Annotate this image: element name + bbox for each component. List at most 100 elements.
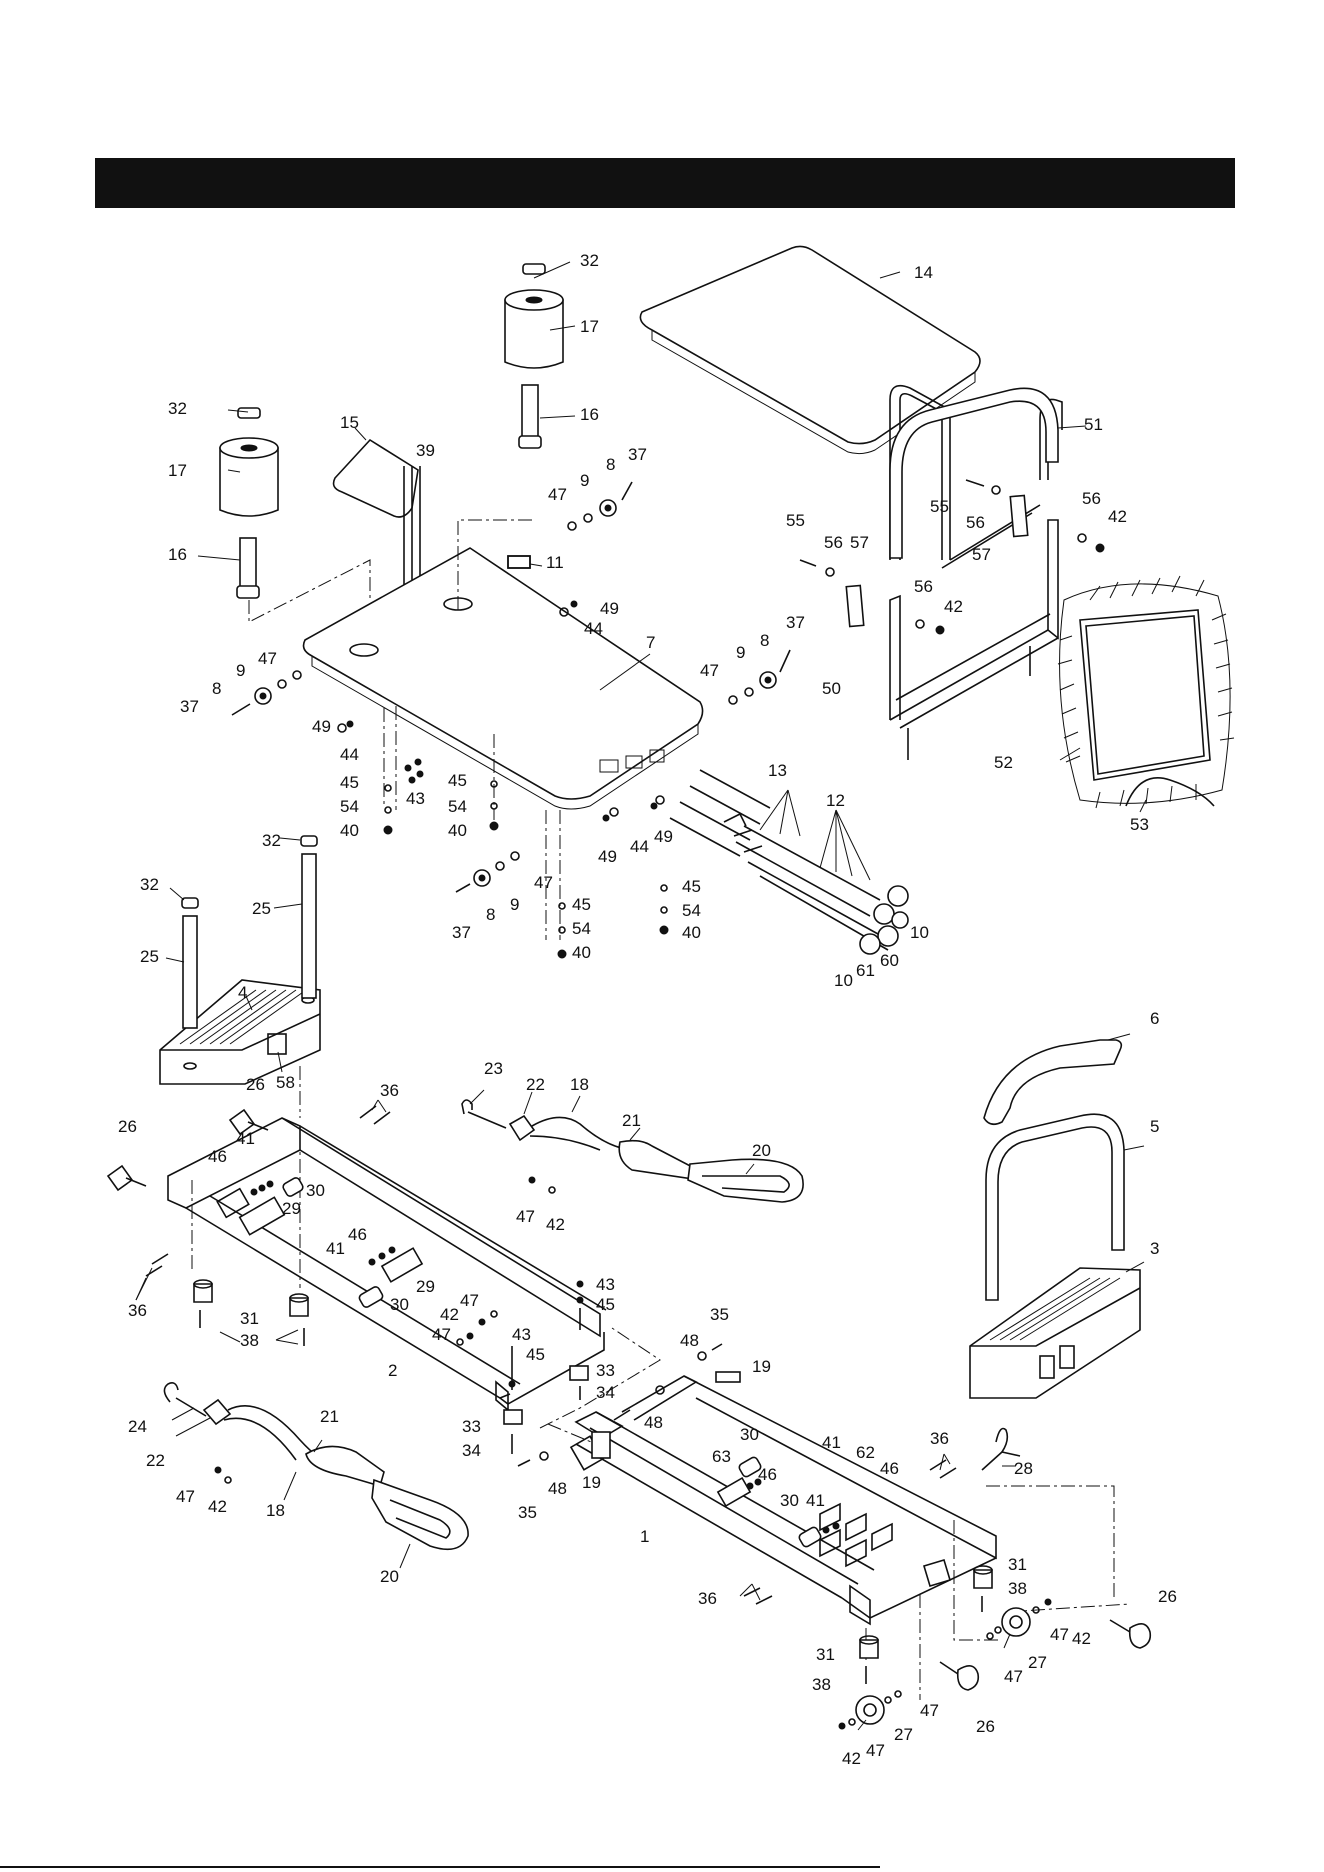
- callout-40: 40: [682, 923, 701, 942]
- callout-19: 19: [752, 1357, 771, 1376]
- platform-rear-part: [969, 1267, 1141, 1399]
- callout-42: 42: [842, 1749, 861, 1768]
- callout-44: 44: [340, 745, 359, 764]
- callout-34: 34: [596, 1383, 615, 1402]
- callout-41: 41: [806, 1491, 825, 1510]
- knob-part-upper-left: [106, 1164, 147, 1192]
- stop-block-upper-part: [238, 1177, 304, 1236]
- callout-42: 42: [1108, 507, 1127, 526]
- callout-54: 54: [682, 901, 701, 920]
- callout-10: 10: [910, 923, 929, 942]
- callout-55: 55: [786, 511, 805, 530]
- callout-47: 47: [700, 661, 719, 680]
- callout-8: 8: [760, 631, 769, 650]
- callout-12: 12: [826, 791, 845, 810]
- callout-60: 60: [880, 951, 899, 970]
- callout-63: 63: [712, 1447, 731, 1466]
- callout-45: 45: [340, 773, 359, 792]
- callout-31: 31: [240, 1309, 259, 1328]
- plate-part: [507, 555, 531, 569]
- callout-16: 16: [168, 545, 187, 564]
- callout-37: 37: [628, 445, 647, 464]
- callout-10: 10: [834, 971, 853, 990]
- callout-20: 20: [752, 1141, 771, 1160]
- callout-24: 24: [128, 1417, 147, 1436]
- label-19-lower: [591, 1431, 611, 1459]
- callout-47: 47: [534, 873, 553, 892]
- callout-45: 45: [526, 1345, 545, 1364]
- callout-26: 26: [118, 1117, 137, 1136]
- callout-43: 43: [512, 1325, 531, 1344]
- callout-21: 21: [622, 1111, 641, 1130]
- release-lever-part: [981, 1427, 1021, 1471]
- callout-47: 47: [258, 649, 277, 668]
- callout-56: 56: [824, 533, 843, 552]
- callout-38: 38: [240, 1331, 259, 1350]
- callout-18: 18: [570, 1075, 589, 1094]
- callout-49: 49: [312, 717, 331, 736]
- callout-13: 13: [768, 761, 787, 780]
- callout-26: 26: [246, 1075, 265, 1094]
- callout-58: 58: [276, 1073, 295, 1092]
- callout-47: 47: [460, 1291, 479, 1310]
- callout-31: 31: [1008, 1555, 1027, 1574]
- callout-8: 8: [212, 679, 221, 698]
- callout-41: 41: [236, 1129, 255, 1148]
- callout-47: 47: [176, 1487, 195, 1506]
- callout-42: 42: [546, 1215, 565, 1234]
- platform-front-part: [159, 979, 321, 1085]
- callout-36: 36: [128, 1301, 147, 1320]
- callout-61: 61: [856, 961, 875, 980]
- callout-56: 56: [1082, 489, 1101, 508]
- post-part-left: [181, 897, 199, 1029]
- nut-stack-center: [489, 780, 499, 831]
- callout-8: 8: [486, 905, 495, 924]
- callout-5: 5: [1150, 1117, 1159, 1136]
- callout-46: 46: [758, 1465, 777, 1484]
- nut-stack-right: [659, 884, 669, 935]
- callout-40: 40: [572, 943, 591, 962]
- callout-53: 53: [1130, 815, 1149, 834]
- callout-47: 47: [920, 1701, 939, 1720]
- callout-33: 33: [462, 1417, 481, 1436]
- callout-47: 47: [1004, 1667, 1023, 1686]
- callout-57: 57: [972, 545, 991, 564]
- foot-bar-top-part: [889, 387, 1059, 559]
- callout-22: 22: [146, 1451, 165, 1470]
- callout-2: 2: [388, 1361, 397, 1380]
- callout-16: 16: [580, 405, 599, 424]
- callout-23: 23: [484, 1059, 503, 1078]
- callout-49: 49: [598, 847, 617, 866]
- callout-15: 15: [340, 413, 359, 432]
- hardware-right-group: [728, 649, 791, 705]
- knob-part-lower-right: [1109, 1619, 1152, 1649]
- callout-30: 30: [780, 1491, 799, 1510]
- callout-21: 21: [320, 1407, 339, 1426]
- header-bar: [95, 158, 1235, 208]
- strap-assembly-lower: [163, 1382, 469, 1551]
- stop-block-lower-part: [716, 1456, 840, 1548]
- callout-1: 1: [640, 1527, 649, 1546]
- callout-42: 42: [440, 1305, 459, 1324]
- foot-part-lower-right: [973, 1565, 993, 1612]
- block-33-lower: [503, 1409, 523, 1454]
- callout-3: 3: [1150, 1239, 1159, 1258]
- callout-6: 6: [1150, 1009, 1159, 1028]
- strap-assembly-upper: [461, 1099, 804, 1203]
- callout-labels: 32 14 17 32 15 16 51 17 39 37 8 9 47 55 …: [118, 251, 1177, 1768]
- seat-cushion-part: [639, 245, 981, 455]
- callout-9: 9: [736, 643, 745, 662]
- callout-33: 33: [596, 1361, 615, 1380]
- spring-set-part: [669, 769, 909, 955]
- callout-35: 35: [710, 1305, 729, 1324]
- callout-56: 56: [966, 513, 985, 532]
- callout-42: 42: [208, 1497, 227, 1516]
- callout-54: 54: [572, 919, 591, 938]
- label-19-upper: [715, 1371, 741, 1383]
- callout-36: 36: [698, 1589, 717, 1608]
- callout-47: 47: [432, 1325, 451, 1344]
- callout-46: 46: [348, 1225, 367, 1244]
- callout-45: 45: [572, 895, 591, 914]
- callout-54: 54: [448, 797, 467, 816]
- callout-25: 25: [252, 899, 271, 918]
